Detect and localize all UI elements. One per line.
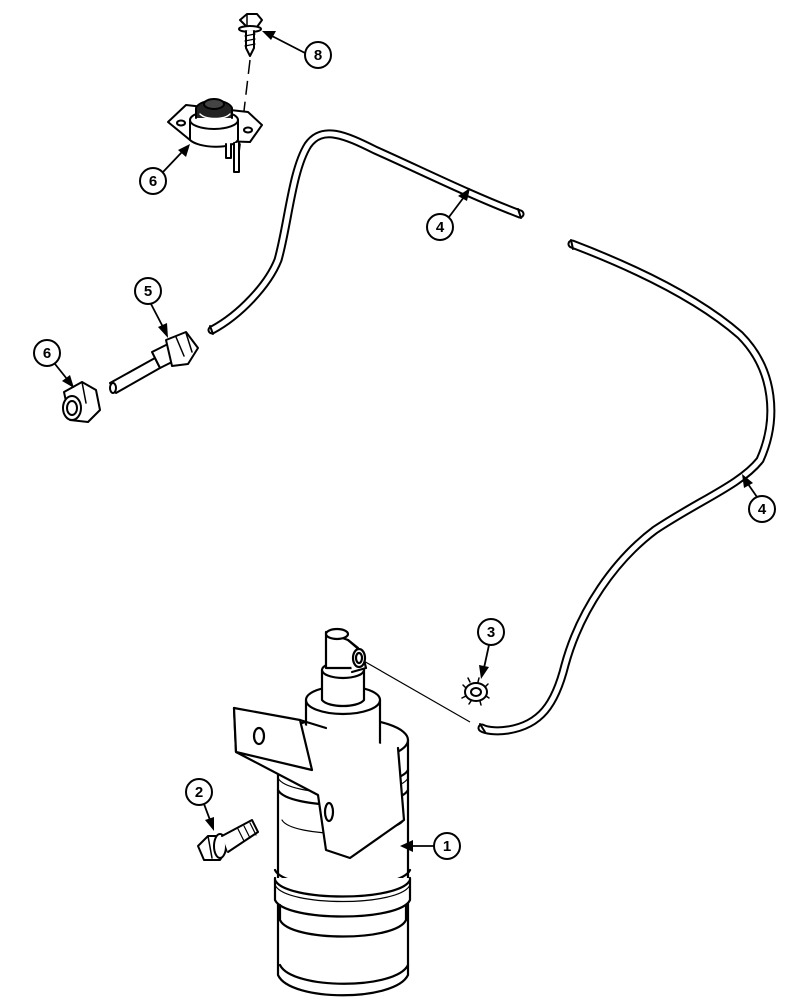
callout-2-label: 2: [195, 784, 203, 801]
callout-6-label: 6: [43, 345, 51, 362]
callout-1-label: 1: [443, 838, 451, 855]
callout-7-label: 6: [149, 173, 157, 190]
callout-6-arrowhead: [62, 375, 74, 388]
callout-8-arrowhead: [262, 31, 276, 40]
callout-7: 6: [139, 144, 190, 195]
assembly-line-washer: [361, 659, 471, 723]
callout-4-upper-arrowhead: [458, 188, 470, 201]
switch-part: [167, 98, 263, 173]
callout-4-upper-label: 4: [436, 219, 445, 236]
callout-1-arrowhead: [400, 840, 413, 852]
callout-4-lower-label: 4: [758, 501, 767, 518]
callout-5-arrowhead: [158, 323, 168, 338]
washer-part: [461, 677, 490, 706]
callout-4-lower: 4: [742, 474, 776, 523]
callout-2: 2: [185, 778, 214, 831]
callout-7-arrowhead: [178, 144, 190, 157]
tube-upper-part: [207, 129, 525, 335]
callout-3-arrowhead: [479, 665, 489, 679]
callout-8: 8: [262, 31, 332, 69]
callout-3-label: 3: [487, 624, 495, 641]
callout-8-label: 8: [314, 47, 322, 64]
callout-4-upper: 4: [426, 188, 470, 241]
bolt-part: [197, 819, 259, 861]
tube-lower-part: [477, 239, 776, 736]
sensor-fitting-part: [109, 331, 199, 394]
receiver-drier-part: [232, 627, 412, 997]
nut-part: [62, 381, 101, 423]
callout-3: 3: [477, 618, 505, 679]
callout-5: 5: [134, 277, 168, 338]
callout-6: 6: [33, 339, 74, 388]
callout-1: 1: [400, 832, 461, 860]
callout-4-lower-arrowhead: [742, 474, 753, 488]
callout-5-label: 5: [144, 283, 152, 300]
screw-part: [238, 13, 263, 57]
callout-2-arrowhead: [205, 817, 214, 831]
